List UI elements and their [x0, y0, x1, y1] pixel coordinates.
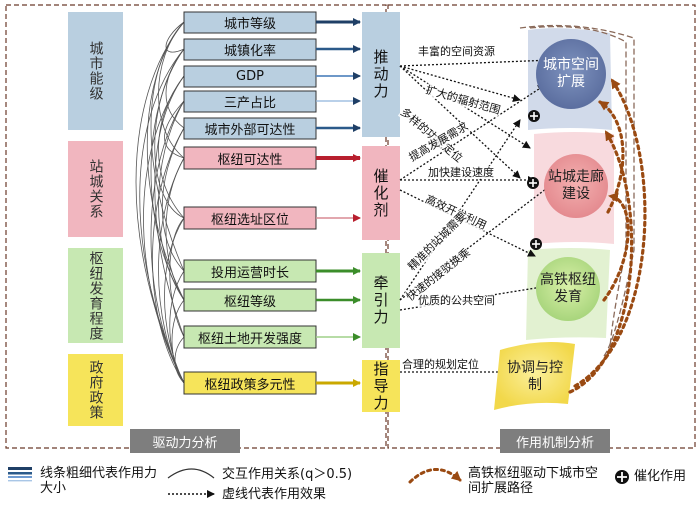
- factor-urbanization: 城镇化率: [223, 44, 276, 59]
- force-box-push: [362, 12, 400, 137]
- right-panel-tab: [500, 429, 610, 453]
- category-government: 政府政策: [87, 360, 104, 420]
- category-station-city: 站城关系: [87, 159, 104, 219]
- outcome-hub-development: 高铁枢纽发育: [540, 272, 596, 305]
- factor-hub-grade: 枢纽等级: [223, 294, 276, 310]
- shape-coordination: [494, 342, 575, 410]
- category-urban-function: 城市能级: [87, 41, 104, 101]
- circle-corridor: [544, 154, 608, 218]
- interaction-arcs: [135, 21, 185, 384]
- right-panel-title: 作用机制分析: [515, 435, 594, 451]
- force-box-guidance: [362, 360, 400, 412]
- factor-hub-location: 枢纽选址区位: [210, 212, 289, 228]
- legend-dashed: 虚线代表作用效果: [222, 487, 327, 502]
- factor-external-access: 城市外部可达性: [204, 123, 296, 138]
- left-panel-title: 驱动力分析: [152, 435, 218, 451]
- effect-planning-position: 合理的规划定位: [402, 358, 479, 371]
- right-panel-border: [387, 4, 696, 449]
- legend-path-icon: [408, 468, 462, 484]
- factor-land-intensity: 枢纽土地开发强度: [197, 331, 302, 347]
- force-push: 推动力: [371, 49, 390, 100]
- effect-space-resources: 丰富的空间资源: [418, 45, 495, 58]
- factor-operation-time: 投用运营时长: [210, 265, 289, 281]
- legend-line-width-icon: [8, 467, 32, 482]
- category-box-urban: [68, 12, 123, 130]
- legend-interaction: 交互作用关系(q＞0.5): [222, 467, 353, 482]
- factor-hub-access: 枢纽可达性: [217, 152, 283, 168]
- category-box-station: [68, 141, 123, 237]
- legend-plus-icon: [615, 470, 629, 484]
- circle-hub: [536, 257, 600, 321]
- outcome-corridor: 站城走廊建设: [548, 169, 604, 202]
- category-hub-development: 枢纽发育程度: [87, 250, 104, 341]
- factor-city-level: 城市等级: [223, 17, 276, 32]
- legend-expansion-path: 高铁枢纽驱动下城市空间扩展路径: [468, 466, 599, 496]
- effect-public-space: 优质的公共空间: [418, 294, 495, 307]
- factor-gdp: GDP: [236, 69, 264, 84]
- outcome-coordination: 协调与控制: [507, 360, 563, 393]
- factor-tertiary: 三产占比: [223, 96, 276, 111]
- force-box-catalyst: [362, 146, 400, 240]
- factor-policy-diversity: 枢纽政策多元性: [204, 377, 296, 393]
- category-box-hub: [68, 248, 123, 343]
- force-traction: 牵引力: [371, 275, 390, 326]
- catalysis-markers: [527, 110, 542, 250]
- legend-catalysis: 催化作用: [634, 469, 687, 484]
- force-guidance: 指导力: [371, 360, 390, 412]
- circle-expansion: [536, 39, 606, 109]
- force-catalyst: 催化剂: [371, 167, 390, 219]
- outcome-urban-expansion: 城市空间扩展: [543, 57, 599, 90]
- legend-line-width: 线条粗细代表作用力大小: [40, 466, 158, 496]
- left-panel-tab: [130, 429, 240, 453]
- category-box-gov: [68, 354, 123, 426]
- effect-construction-speed: 加快建设速度: [428, 166, 494, 179]
- legend-arc-icon: [167, 468, 215, 479]
- force-box-traction: [362, 253, 400, 348]
